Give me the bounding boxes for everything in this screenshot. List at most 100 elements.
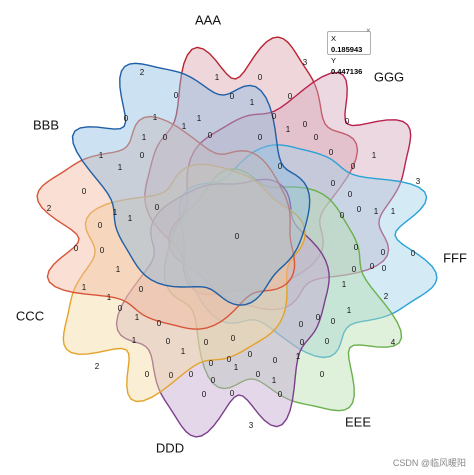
- region-count: 0: [98, 221, 103, 230]
- region-count: 0: [145, 370, 150, 379]
- region-count: 1: [135, 313, 140, 322]
- region-count: 0: [209, 359, 214, 368]
- region-count: 1: [107, 293, 112, 302]
- region-count: 1: [128, 214, 133, 223]
- region-count: 0: [329, 148, 334, 157]
- set-region-bbb: [36, 115, 296, 330]
- region-count: 0: [155, 203, 160, 212]
- region-count: 0: [202, 390, 207, 399]
- set-region-hhh: [71, 62, 311, 306]
- region-count: 0: [273, 356, 278, 365]
- region-count: 0: [157, 319, 162, 328]
- region-count: 2: [47, 204, 52, 213]
- region-count: 2: [384, 292, 389, 301]
- region-count: 1: [374, 207, 379, 216]
- region-count: 0: [169, 371, 174, 380]
- tooltip-y-label: Y: [331, 56, 336, 65]
- region-count: 0: [352, 265, 357, 274]
- region-count: 0: [258, 133, 263, 142]
- region-count: 0: [331, 317, 336, 326]
- region-count: 0: [166, 337, 171, 346]
- set-region-ggg: [168, 71, 412, 311]
- set-label-ccc: CCC: [15, 308, 45, 324]
- region-count: 0: [288, 92, 293, 101]
- region-count: 1: [272, 376, 277, 385]
- region-count: 0: [140, 151, 145, 160]
- region-count: 0: [204, 338, 209, 347]
- set-label-ggg: GGG: [373, 69, 405, 85]
- region-count: 1: [153, 113, 158, 122]
- region-count: 0: [348, 190, 353, 199]
- data-tooltip: X 0.185943 Y 0.447136: [327, 31, 371, 76]
- region-count: 0: [211, 376, 216, 385]
- region-count: 0: [303, 120, 308, 129]
- tooltip-close-icon[interactable]: ×: [366, 26, 371, 35]
- region-count: 1: [182, 122, 187, 131]
- set-label-bbb: BBB: [32, 117, 60, 133]
- region-count: 0: [278, 162, 283, 171]
- region-count: 0: [174, 91, 179, 100]
- region-count: 0: [320, 370, 325, 379]
- region-count: 1: [113, 208, 118, 217]
- region-count: 0: [227, 355, 232, 364]
- region-count: 1: [142, 133, 147, 142]
- region-count: 0: [357, 205, 362, 214]
- region-count: 0: [345, 117, 350, 126]
- region-count: 0: [230, 92, 235, 101]
- region-count: 0: [411, 249, 416, 258]
- region-count: 0: [124, 114, 129, 123]
- region-count: 0: [235, 232, 240, 241]
- region-count: 2: [95, 362, 100, 371]
- region-count: 0: [382, 264, 387, 273]
- tooltip-x-value: 0.185943: [331, 45, 363, 54]
- region-count: 1: [342, 280, 347, 289]
- region-count: 3: [416, 177, 421, 186]
- set-region-ddd: [115, 178, 330, 438]
- region-count: 1: [215, 73, 220, 82]
- set-label-eee: EEE: [344, 414, 372, 430]
- region-count: 3: [303, 58, 308, 67]
- set-label-aaa: AAA: [194, 12, 222, 28]
- region-count: 3: [249, 421, 254, 430]
- region-count: 0: [208, 131, 213, 140]
- region-count: 0: [331, 179, 336, 188]
- set-label-ddd: DDD: [155, 440, 185, 456]
- tooltip-x-label: X: [331, 34, 337, 43]
- region-count: 1: [296, 352, 301, 361]
- region-count: 4: [391, 338, 396, 347]
- region-count: 0: [381, 248, 386, 257]
- region-count: 0: [231, 334, 236, 343]
- region-count: 0: [370, 262, 375, 271]
- region-count: 1: [197, 114, 202, 123]
- region-count: 0: [118, 304, 123, 313]
- region-count: 0: [82, 187, 87, 196]
- region-count: 0: [256, 370, 261, 379]
- region-count: 1: [181, 347, 186, 356]
- region-count: 1: [391, 207, 396, 216]
- region-count: 0: [354, 243, 359, 252]
- watermark: CSDN @临风暖阳: [392, 458, 466, 468]
- set-label-fff: FFF: [443, 250, 467, 266]
- region-count: 0: [163, 133, 168, 142]
- region-count: 0: [230, 389, 235, 398]
- region-count: 0: [314, 133, 319, 142]
- region-count: 0: [248, 350, 253, 359]
- region-count: 1: [234, 363, 239, 372]
- region-count: 0: [278, 390, 283, 399]
- region-count: 1: [116, 265, 121, 274]
- region-count: 0: [258, 73, 263, 82]
- region-count: 0: [299, 320, 304, 329]
- region-count: 1: [99, 151, 104, 160]
- region-count: 0: [139, 285, 144, 294]
- region-count: 0: [340, 211, 345, 220]
- region-count: 0: [325, 337, 330, 346]
- region-count: 0: [351, 162, 356, 171]
- set-region-ccc: [62, 163, 306, 403]
- region-count: 1: [250, 98, 255, 107]
- region-count: 0: [272, 112, 277, 121]
- region-count: 2: [140, 68, 145, 77]
- region-count: 1: [118, 163, 123, 172]
- region-count: 0: [189, 370, 194, 379]
- region-count: 0: [74, 244, 79, 253]
